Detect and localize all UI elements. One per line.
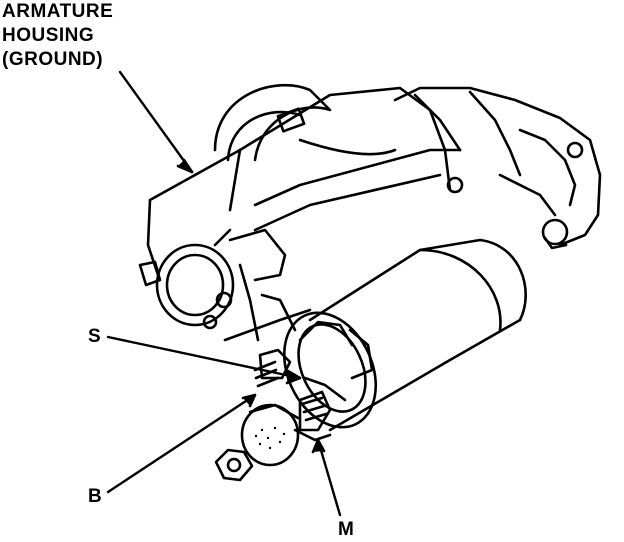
armature-housing [138, 83, 464, 342]
b-terminal-label: B [88, 486, 103, 507]
solenoid [282, 238, 528, 432]
s-terminal-label: S [88, 326, 102, 347]
callout-line-3: (GROUND) [2, 49, 104, 70]
callout-line-2: HOUSING [2, 25, 95, 46]
m-terminal-label: M [338, 519, 355, 540]
lug-stipple [254, 426, 286, 450]
gear-housing [393, 86, 602, 250]
callout-line-1: ARMATURE [2, 1, 114, 22]
armature-housing-callout: ARMATURE HOUSING (GROUND) [2, 0, 113, 72]
leader-lines [106, 70, 342, 517]
